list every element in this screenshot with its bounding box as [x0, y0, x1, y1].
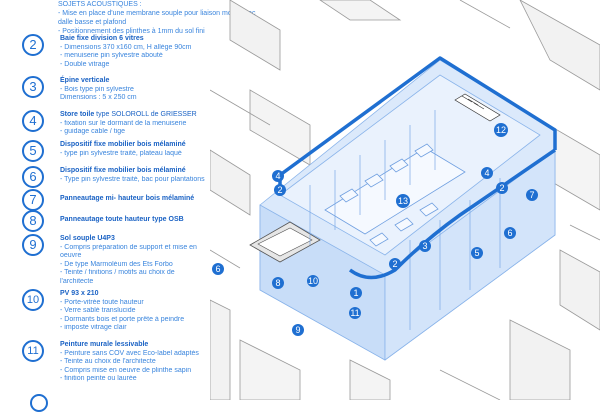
svg-text:2: 2	[499, 183, 504, 193]
drawing-badges: 12 13 4 2 4 2 7 6 5 3 2 6 8 10 1 11 9	[212, 123, 538, 336]
number-badge: 4	[22, 110, 44, 132]
item-title: Baie fixe division 6 vitres	[60, 35, 144, 42]
item-title: Peinture murale lessivable	[60, 341, 149, 348]
legend-item-10: 10 PV 93 x 210 - Porte-vitrée toute haut…	[22, 289, 232, 339]
svg-text:4: 4	[275, 171, 280, 181]
svg-text:8: 8	[275, 278, 280, 288]
note-line: dalle basse et plafond	[58, 19, 127, 26]
number-badge: 11	[22, 340, 44, 362]
legend-item-3: 3 Épine verticale - Bois type pin sylves…	[22, 76, 232, 116]
legend-panel: SOJETS ACOUSTIQUES : - Mise en place d'u…	[0, 0, 255, 412]
item-title: Panneautage mi- hauteur bois mélaminé	[60, 195, 195, 202]
badge-8: 8	[272, 277, 284, 289]
item-title: Dispositif fixe mobilier bois mélaminé	[60, 167, 186, 174]
svg-text:10: 10	[308, 276, 318, 286]
svg-text:6: 6	[215, 264, 220, 274]
item-line: - Dimensions 370 x160 cm, H allège 90cm	[60, 43, 192, 51]
badge-3: 3	[419, 240, 431, 252]
badge-9: 9	[292, 324, 304, 336]
svg-text:9: 9	[295, 325, 300, 335]
item-line: - Compris préparation de support et mise…	[60, 243, 197, 251]
item-line: - menuiserie pin sylvestre abouté	[60, 52, 163, 59]
badge-4b: 4	[481, 167, 493, 179]
badge-2b: 2	[496, 182, 508, 194]
svg-text:5: 5	[474, 248, 479, 258]
legend-item-11: 11 Peinture murale lessivable - Peinture…	[22, 340, 232, 390]
item-line: - Dormants bois et porte prête à peindre	[60, 315, 185, 323]
item-title: Épine verticale	[60, 77, 110, 84]
svg-text:2: 2	[392, 259, 397, 269]
item-line: - De type Marmoléum des Ets Forbo	[60, 260, 173, 268]
number-badge: 2	[22, 34, 44, 56]
legend-item-9: 9 Sol souple U4P3 - Compris préparation …	[22, 234, 232, 290]
axonometric-drawing: 12 13 4 2 4 2 7 6 5 3 2 6 8 10 1 11 9	[210, 0, 600, 400]
item-line: - Verre sablé translucide	[60, 307, 136, 314]
badge-12: 12	[494, 123, 508, 137]
svg-text:3: 3	[422, 241, 427, 251]
svg-text:13: 13	[398, 196, 408, 206]
item-title: Store toile type SOLOROLL de GRIESSER	[60, 111, 197, 118]
number-badge: 10	[22, 289, 44, 311]
badge-7: 7	[526, 189, 538, 201]
number-badge: 7	[22, 189, 44, 211]
svg-text:7: 7	[529, 190, 534, 200]
note-line: - Mise en place d'une membrane souple po…	[58, 10, 256, 17]
svg-text:11: 11	[350, 308, 359, 318]
svg-text:6: 6	[507, 228, 512, 238]
svg-text:2: 2	[277, 185, 282, 195]
partial-number-badge	[30, 394, 48, 412]
svg-text:12: 12	[496, 125, 506, 135]
item-line: - fixation sur le dormant de la menuiser…	[60, 119, 187, 127]
badge-1: 1	[350, 287, 362, 299]
legend-item-6: 6 Dispositif fixe mobilier bois mélaminé…	[22, 166, 232, 206]
context-building-lines	[210, 0, 600, 400]
item-line: Dimensions : 5 x 250 cm	[60, 94, 137, 101]
number-badge: 9	[22, 234, 44, 256]
svg-text:1: 1	[353, 288, 358, 298]
item-line: - Type pin sylvestre traité, bac pour pl…	[60, 175, 205, 183]
number-badge: 3	[22, 76, 44, 98]
badge-13: 13	[396, 194, 410, 208]
item-line: - Peinture sans COV avec Eco-label adapt…	[60, 349, 199, 357]
svg-text:4: 4	[484, 168, 489, 178]
badge-2c: 2	[389, 258, 401, 270]
badge-10: 10	[307, 275, 319, 287]
stair	[454, 93, 501, 122]
number-badge: 8	[22, 210, 44, 232]
note-line: SOJETS ACOUSTIQUES :	[58, 1, 142, 8]
legend-item-2: 2 Baie fixe division 6 vitres - Dimensio…	[22, 34, 232, 74]
item-line: - guidage cable / tige	[60, 128, 125, 135]
annex-block	[249, 221, 321, 263]
item-line: l'architecte	[60, 277, 94, 285]
acoustic-notes: SOJETS ACOUSTIQUES : - Mise en place d'u…	[58, 0, 255, 36]
item-line: - Teinte au choix de l'architecte	[60, 358, 156, 365]
item-line: - Teinte / finitions / motifs au choix d…	[60, 269, 175, 276]
item-title: Dispositif fixe mobilier bois mélaminé	[60, 141, 186, 148]
item-line: - finition peinte ou laurée	[60, 375, 137, 382]
room-volume	[259, 59, 556, 361]
item-line: - Porte-vitrée toute hauteur	[60, 298, 144, 306]
badge-6b: 6	[212, 263, 224, 275]
badge-11: 11	[349, 307, 361, 319]
legend-item-5: 5 Dispositif fixe mobilier bois mélaminé…	[22, 140, 232, 180]
badge-6a: 6	[504, 227, 516, 239]
legend-item-4: 4 Store toile type SOLOROLL de GRIESSER …	[22, 110, 232, 150]
note-line: - Positionnement des plinthes à 1mm du s…	[58, 28, 205, 35]
legend-item-8: 8 Panneautage toute hauteur type OSB	[22, 210, 232, 250]
badge-2a: 2	[274, 184, 286, 196]
item-line: - imposte vitrage clair	[60, 324, 127, 331]
item-title: PV 93 x 210	[60, 290, 99, 297]
number-badge: 6	[22, 166, 44, 188]
item-line: - Double vitrage	[60, 60, 110, 68]
badge-5: 5	[471, 247, 483, 259]
badge-4a: 4	[272, 170, 284, 182]
item-title: Sol souple U4P3	[60, 235, 115, 242]
item-line: - Compris mise en oeuvre de plinthe sapi…	[60, 366, 192, 374]
item-line: oeuvre	[60, 252, 82, 259]
item-line: - type pin sylvestre traité, plateau laq…	[60, 149, 182, 157]
number-badge: 5	[22, 140, 44, 162]
item-title: Panneautage toute hauteur type OSB	[60, 216, 184, 223]
item-line: - Bois type pin sylvestre	[60, 85, 134, 93]
